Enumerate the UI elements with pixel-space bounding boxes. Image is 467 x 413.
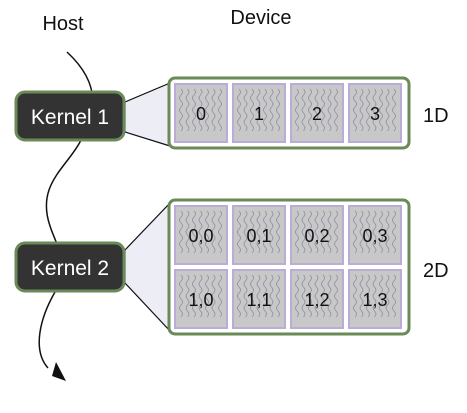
thread-block: 1,3 (348, 269, 402, 329)
kernel-1-label: Kernel 1 (31, 106, 109, 129)
thread-block: 0,3 (348, 205, 402, 265)
kernel-2-label: Kernel 2 (31, 257, 109, 280)
thread-block-label: 0,0 (188, 226, 213, 246)
kernel-1-connector (124, 82, 171, 147)
thread-block: 0,2 (290, 205, 344, 265)
thread-block: 0 (174, 83, 228, 143)
kernel-1-box: Kernel 1 (14, 90, 126, 142)
kernel-2-connector (124, 201, 171, 333)
thread-block: 1,2 (290, 269, 344, 329)
thread-block: 0,1 (232, 205, 286, 265)
thread-block-label: 1,3 (362, 290, 387, 310)
host-header: Host (42, 13, 84, 35)
thread-block-bg (290, 269, 344, 329)
thread-block-label: 0,2 (304, 226, 329, 246)
device-header: Device (230, 7, 291, 29)
thread-block-label: 1,0 (188, 290, 213, 310)
arrowhead-icon (52, 362, 66, 381)
thread-block-label: 0,3 (362, 226, 387, 246)
thread-block: 1,0 (174, 269, 228, 329)
thread-block: 0,0 (174, 205, 228, 265)
thread-block: 2 (290, 83, 344, 143)
thread-block: 1 (232, 83, 286, 143)
thread-block: 1,1 (232, 269, 286, 329)
thread-block-label: 3 (370, 104, 380, 124)
thread-block-label: 1,1 (246, 290, 271, 310)
kernel-2-box: Kernel 2 (14, 241, 126, 293)
thread-block-bg (348, 205, 402, 265)
thread-block-label: 1 (254, 104, 264, 124)
thread-block-label: 1,2 (304, 290, 329, 310)
thread-block-label: 0 (196, 104, 206, 124)
grid-2d-label: 2D (423, 260, 449, 282)
grid-1d-label: 1D (423, 105, 449, 127)
thread-block-label: 0,1 (246, 226, 271, 246)
thread-block-bg (174, 83, 228, 143)
thread-blocks: 0 1 2 3 0,0 0,1 0,2 0,3 1,0 1,1 1,2 1,3 (174, 83, 402, 329)
thread-block-label: 2 (312, 104, 322, 124)
thread-block: 3 (348, 83, 402, 143)
